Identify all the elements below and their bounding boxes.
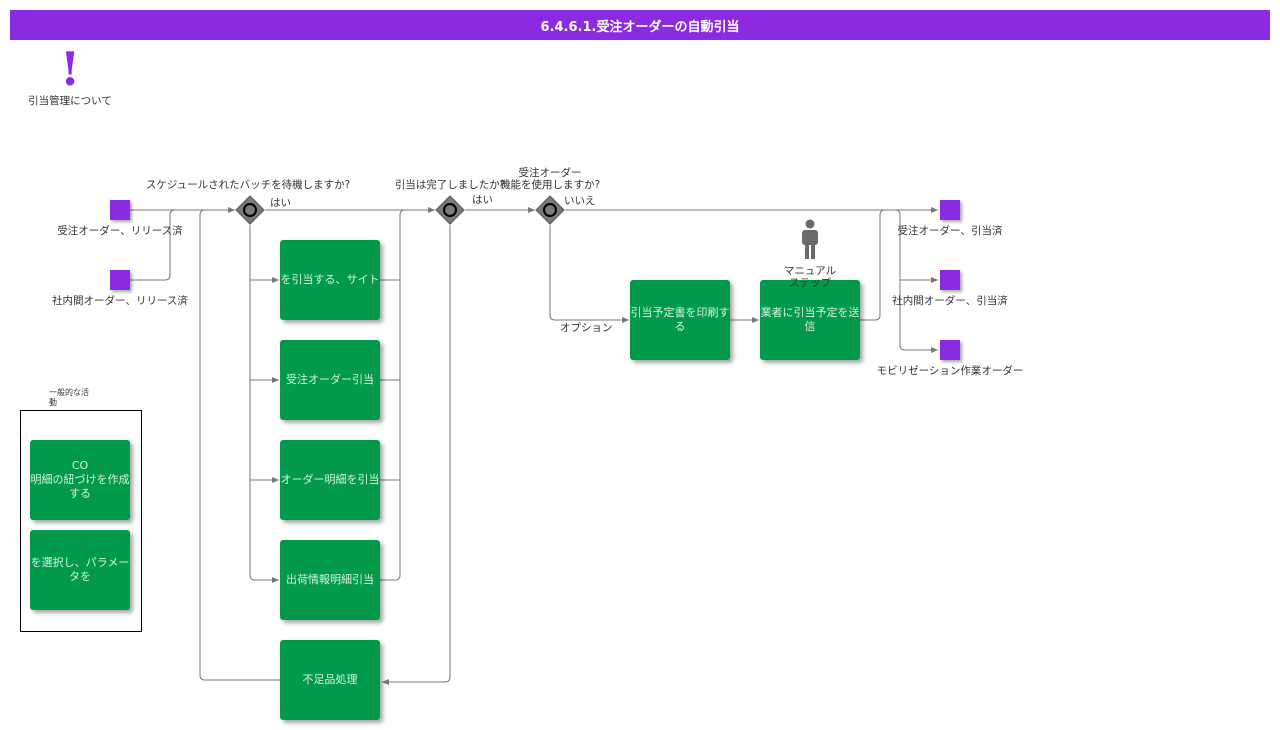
gateway-diamond-icon[interactable] xyxy=(235,195,265,225)
general-activities-group xyxy=(20,410,142,632)
gateway-yes-label: はい xyxy=(472,194,493,206)
exclamation-icon: ! xyxy=(60,42,81,96)
task-create-co-line-link[interactable]: CO 明細の紐づけを作成する xyxy=(30,440,130,520)
start-event-label: 受注オーダー、リリース済 xyxy=(57,225,183,237)
end-event-label: モビリゼーション作業オーダー xyxy=(876,365,1024,377)
end-event-mobilization[interactable] xyxy=(940,340,960,360)
manual-step-label: マニュアル ステップ xyxy=(783,265,837,289)
start-event-sales-order[interactable] xyxy=(110,200,130,220)
start-event-label: 社内間オーダー、リリース済 xyxy=(52,295,188,307)
page-title: 6.4.6.1.受注オーダーの自動引当 xyxy=(10,10,1270,40)
group-title: 一般的な活 動 xyxy=(49,388,89,407)
task-sales-order-allocation[interactable]: 受注オーダー引当 xyxy=(280,340,380,420)
task-shortage-handling[interactable]: 不足品処理 xyxy=(280,640,380,720)
task-select-parameters[interactable]: を選択し、パラメータを xyxy=(30,530,130,610)
end-event-intercompany-order[interactable] xyxy=(940,270,960,290)
gateway-option-label: オプション xyxy=(560,322,613,334)
gateway-question: 引当は完了しましたか? xyxy=(394,179,506,191)
end-event-sales-order[interactable] xyxy=(940,200,960,220)
task-site-allocation[interactable]: を引当する、サイト xyxy=(280,240,380,320)
gateway-yes-label: はい xyxy=(270,197,291,209)
task-print-allocation-report[interactable]: 引当予定書を印刷する xyxy=(630,280,730,360)
gateway-diamond-icon[interactable] xyxy=(435,195,465,225)
task-send-allocation-to-vendor[interactable]: 業者に引当予定を送信 xyxy=(760,280,860,360)
end-event-label: 受注オーダー、引当済 xyxy=(897,225,1003,237)
gateway-question: 受注オーダー 機能を使用しますか? xyxy=(499,167,601,191)
gateway-no-label: いいえ xyxy=(564,195,596,207)
task-shipment-line-allocation[interactable]: 出荷情報明細引当 xyxy=(280,540,380,620)
gateway-question: スケジュールされたバッチを待機しますか? xyxy=(145,179,351,191)
end-event-label: 社内間オーダー、引当済 xyxy=(892,295,1008,307)
task-order-line-allocation[interactable]: オーダー明細を引当 xyxy=(280,440,380,520)
person-icon xyxy=(802,219,818,259)
note-label: 引当管理について xyxy=(28,95,112,107)
start-event-intercompany-order[interactable] xyxy=(110,270,130,290)
gateway-diamond-icon[interactable] xyxy=(535,195,565,225)
